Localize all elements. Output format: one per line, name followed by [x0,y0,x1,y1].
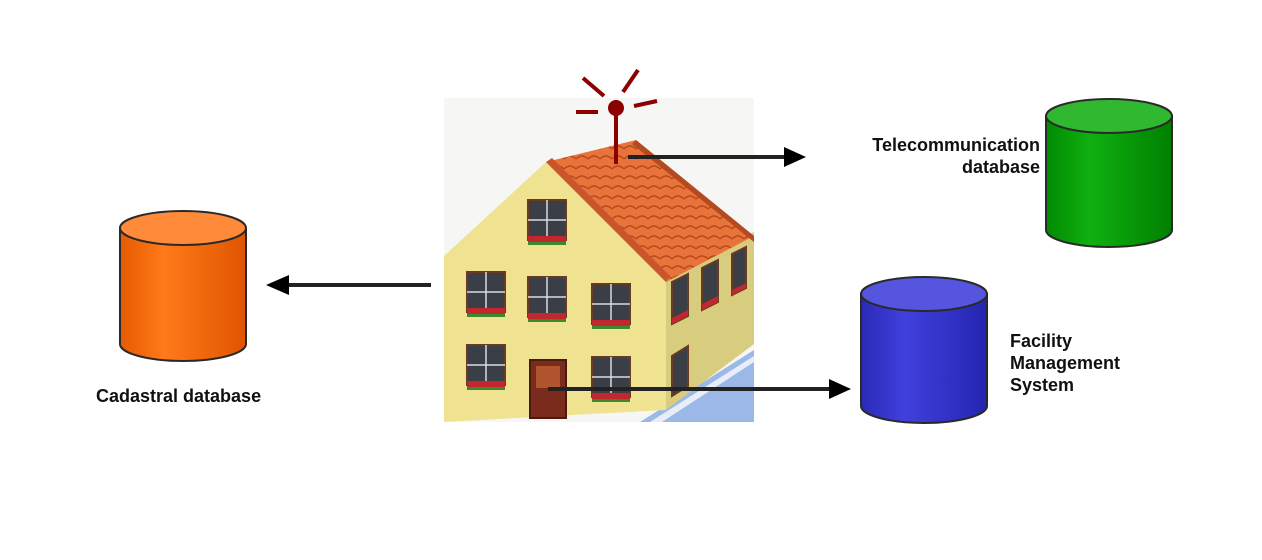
telecom-database-label: Telecommunication database [820,134,1040,178]
facility-label-line-2: Management [1010,353,1121,373]
cadastral-label-text: Cadastral database [96,386,262,406]
arrow-to-facility [548,379,851,399]
telecom-database-icon [1045,98,1173,248]
facility-database-icon [860,276,988,424]
cadastral-database-icon [119,210,247,362]
house-icon [444,98,754,422]
facility-label-line-3: System [1010,375,1075,395]
telecom-label-line-1: Telecommunication [872,135,1040,155]
telecom-label-line-2: database [961,157,1040,177]
facility-management-label: Facility Management System [1010,330,1120,396]
facility-label-line-1: Facility [1010,331,1073,351]
arrow-to-cadastral [266,275,431,295]
cadastral-database-label: Cadastral database [96,385,261,407]
antenna-icon [576,68,658,164]
arrow-to-telecom [628,147,806,167]
